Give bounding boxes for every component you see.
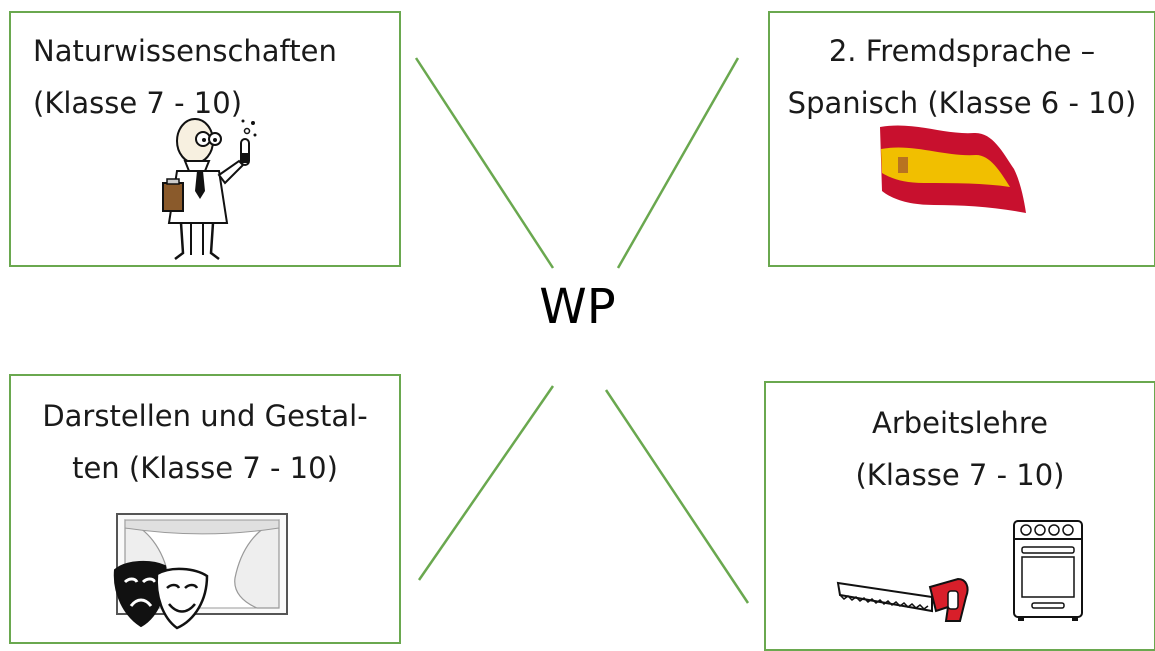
box-label: Darstellen und Gestal- ten (Klasse 7 - 1… [11,390,399,494]
connector-line-sw [417,385,555,581]
box-label: Naturwissenschaften (Klasse 7 - 10) [33,25,337,129]
box-spanisch: 2. Fremdsprache – Spanisch (Klasse 6 - 1… [768,11,1155,267]
box-label-line2: (Klasse 7 - 10) [33,86,243,120]
box-label-line1: Naturwissenschaften [33,34,337,68]
scientist-icon [162,118,257,260]
theater-masks-icon [113,513,288,630]
center-title: WP [539,279,616,335]
box-label: Arbeitslehre (Klasse 7 - 10) [766,397,1154,501]
box-arbeitslehre: Arbeitslehre (Klasse 7 - 10) [764,381,1155,651]
saw-icon [836,577,969,622]
connector-line-nw [414,57,555,269]
connector-line-se [604,389,750,604]
box-label-line2: ten (Klasse 7 - 10) [72,451,338,485]
box-label-line2: (Klasse 7 - 10) [855,458,1065,492]
box-naturwissenschaften: Naturwissenschaften (Klasse 7 - 10) [9,11,401,267]
box-label-line1: 2. Fremdsprache – [828,34,1096,68]
box-label-line1: Arbeitslehre [872,406,1048,440]
box-label-line1: Darstellen und Gestal- [42,399,368,433]
box-label: 2. Fremdsprache – Spanisch (Klasse 6 - 1… [770,25,1154,129]
box-darstellen-und-gestalten: Darstellen und Gestal- ten (Klasse 7 - 1… [9,374,401,644]
box-label-line2: Spanisch (Klasse 6 - 10) [787,86,1137,120]
stove-icon [1013,520,1083,621]
connector-line-ne [616,57,740,269]
spain-flag-icon [880,125,1026,213]
